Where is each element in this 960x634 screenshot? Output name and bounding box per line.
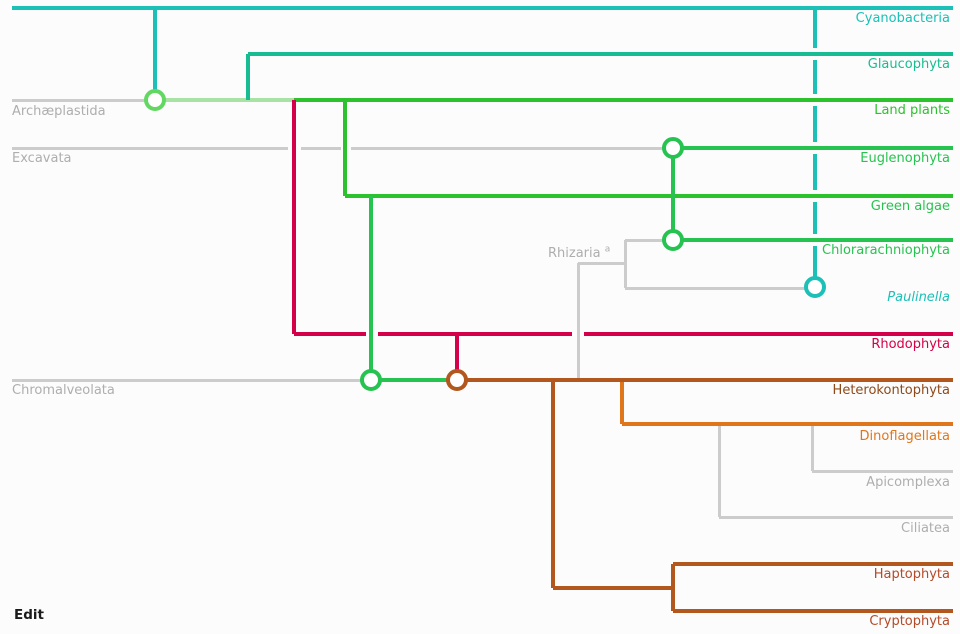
branch-excavata-stem-1 xyxy=(12,146,288,150)
branch-hapto-crypto-h xyxy=(553,586,673,590)
branch-cyanobacteria-to-paulinella-v5 xyxy=(813,202,817,234)
node-green-endosymbiosis-chromalveolata xyxy=(360,369,382,391)
label-cyanobacteria[interactable]: Cyanobacteria xyxy=(855,11,950,26)
branch-euglenophyta-branch xyxy=(673,146,953,150)
branch-cryptophyta-branch xyxy=(673,609,953,613)
branch-hapto-crypto-bracket-v xyxy=(671,564,675,611)
branch-cyanobacteria-to-paulinella-v2 xyxy=(813,60,817,94)
branch-cyanobacteria-to-paulinella-v1 xyxy=(813,8,817,48)
branch-rhodophyta-v xyxy=(292,100,296,334)
branch-rhizaria-stem-h xyxy=(578,261,625,265)
branch-chromalveolata-stem xyxy=(12,378,371,382)
label-glaucophyta[interactable]: Glaucophyta xyxy=(867,57,950,72)
branch-glaucophyta-branch xyxy=(248,52,953,56)
label-haptophyta[interactable]: Haptophyta xyxy=(873,567,950,582)
branch-green-to-chromalveolata-v xyxy=(369,196,373,380)
branch-cyanobacteria-to-paulinella-v3 xyxy=(813,106,817,142)
branch-apicomplexa-branch-h xyxy=(812,469,953,473)
edit-link[interactable]: Edit xyxy=(14,607,44,623)
label-excavata[interactable]: Excavata xyxy=(12,151,72,166)
branch-dinoflagellata-v xyxy=(620,380,624,424)
branch-archaeplastida-stem xyxy=(12,98,155,102)
branch-land-plants-branch xyxy=(294,98,953,102)
node-secondary-endosymbiosis-euglenophyta xyxy=(662,137,684,159)
node-red-endosymbiosis-chromalveolata xyxy=(446,369,468,391)
branch-ciliatea-branch-v xyxy=(717,424,721,517)
label-cryptophyta[interactable]: Cryptophyta xyxy=(869,614,950,629)
node-secondary-endosymbiosis-chlorarachniophyta xyxy=(662,229,684,251)
branch-glaucophyta-v xyxy=(246,54,250,100)
branch-haptophyta-branch xyxy=(673,562,953,566)
node-primary-endosymbiosis-archaeplastida xyxy=(144,89,166,111)
branch-rhodophyta-branch-2 xyxy=(378,332,572,336)
node-primary-endosymbiosis-paulinella xyxy=(804,276,826,298)
branch-chromalveolata-green-connector xyxy=(371,378,457,382)
branch-rhizaria-to-chlorarachniophyta xyxy=(625,238,673,242)
branch-rhizaria-bracket-v xyxy=(623,240,627,288)
branch-euglenophyta-chlorarachniophyta-v xyxy=(671,148,675,240)
label-apicomplexa[interactable]: Apicomplexa xyxy=(866,475,950,490)
label-rhizaria[interactable]: Rhizaria a xyxy=(548,244,611,261)
label-euglenophyta[interactable]: Euglenophyta xyxy=(860,151,950,166)
branch-excavata-stem-3 xyxy=(351,146,673,150)
label-archaeplastida[interactable]: Archæplastida xyxy=(12,104,106,119)
branch-hapto-crypto-v xyxy=(551,380,555,588)
branch-rhodophyta-branch-1 xyxy=(294,332,366,336)
label-dinoflagellata[interactable]: Dinoflagellata xyxy=(859,429,950,444)
branch-excavata-stem-2 xyxy=(301,146,341,150)
branch-cyanobacteria-to-paulinella-v4 xyxy=(813,154,817,190)
branch-ciliatea-branch-h xyxy=(719,515,953,519)
label-rhodophyta[interactable]: Rhodophyta xyxy=(871,337,950,352)
branch-cyanobacteria-to-archaeplastida-v xyxy=(153,8,157,100)
branch-rhizaria-stem-v xyxy=(576,263,580,380)
branch-cyanobacteria-branch xyxy=(12,6,953,10)
branch-rhodophyta-to-chromalveolata-v xyxy=(455,334,459,380)
label-chromalveolata[interactable]: Chromalveolata xyxy=(12,383,115,398)
branch-apicomplexa-branch-v xyxy=(810,424,814,471)
label-heterokontophyta[interactable]: Heterokontophyta xyxy=(832,383,950,398)
label-paulinella[interactable]: Paulinella xyxy=(887,290,950,305)
branch-rhodophyta-branch-3 xyxy=(584,332,953,336)
branch-dinoflagellata-branch xyxy=(622,422,953,426)
branch-heterokontophyta-branch xyxy=(457,378,953,382)
branch-archaeplastida-pale-branch xyxy=(155,98,294,102)
branch-green-algae-branch xyxy=(345,194,953,198)
branch-chlorarachniophyta-branch xyxy=(673,238,953,242)
label-green-algae[interactable]: Green algae xyxy=(870,199,950,214)
branch-cyanobacteria-to-paulinella-v6 xyxy=(813,246,817,287)
label-ciliatea[interactable]: Ciliatea xyxy=(901,521,950,536)
label-chlorarachniophyta[interactable]: Chlorarachniophyta xyxy=(822,243,950,258)
label-rhizaria-footnote-marker: a xyxy=(604,244,611,255)
label-land-plants[interactable]: Land plants xyxy=(874,103,950,118)
branch-green-algae-v xyxy=(343,100,347,196)
branch-rhizaria-to-paulinella xyxy=(625,286,815,290)
